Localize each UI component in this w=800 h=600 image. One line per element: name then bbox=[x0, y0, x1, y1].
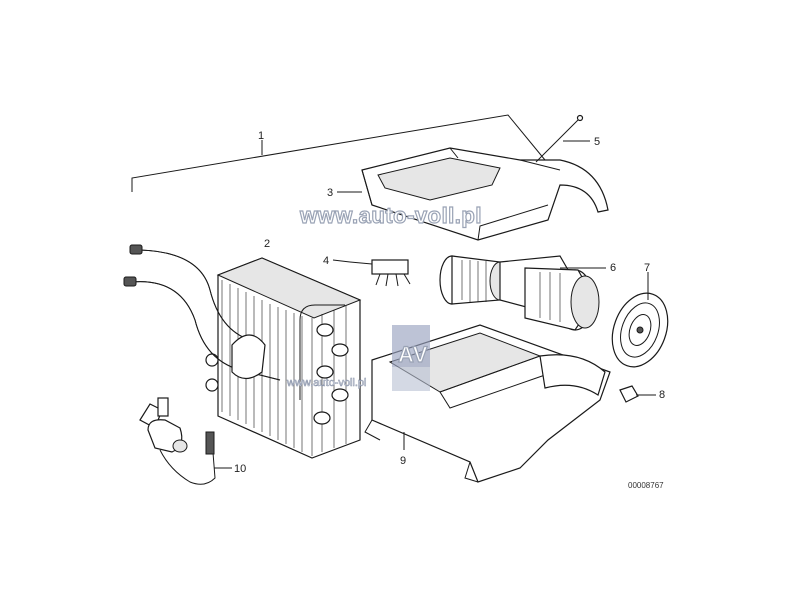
callout-1: 1 bbox=[258, 130, 264, 142]
retaining-clip bbox=[619, 385, 656, 403]
watermark-logo-caption: www.auto-voll.pl bbox=[286, 377, 366, 389]
callout-6: 6 bbox=[610, 262, 616, 274]
callout-5: 5 bbox=[594, 136, 600, 148]
callout-8: 8 bbox=[659, 389, 665, 401]
blower-resistor bbox=[349, 259, 411, 287]
blower-motor bbox=[439, 255, 606, 331]
refrigerant-pipes bbox=[123, 244, 345, 400]
callout-4: 4 bbox=[323, 255, 329, 267]
evaporator-core bbox=[205, 257, 362, 459]
diagram-code: 00008767 bbox=[628, 481, 664, 490]
callout-2: 2 bbox=[264, 238, 270, 250]
watermark-site-text: www.auto-voll.pl bbox=[299, 203, 482, 228]
retaining-rod bbox=[535, 114, 590, 163]
evaporator-tube-bends bbox=[205, 323, 349, 425]
fan-blades bbox=[461, 260, 561, 322]
callout-3: 3 bbox=[327, 187, 333, 199]
upper-housing-cover bbox=[361, 147, 609, 241]
callout-9: 9 bbox=[400, 455, 406, 467]
assembly-bracket bbox=[131, 114, 546, 192]
callout-7: 7 bbox=[644, 262, 650, 274]
watermark-logo-letters: AV bbox=[398, 342, 428, 367]
watermark-logo: AV www.auto-voll.pl bbox=[286, 325, 430, 391]
callout-10: 10 bbox=[234, 463, 246, 475]
expansion-valve bbox=[139, 397, 232, 485]
fan-cover-plate bbox=[611, 272, 669, 368]
evaporator-fins bbox=[221, 280, 347, 456]
